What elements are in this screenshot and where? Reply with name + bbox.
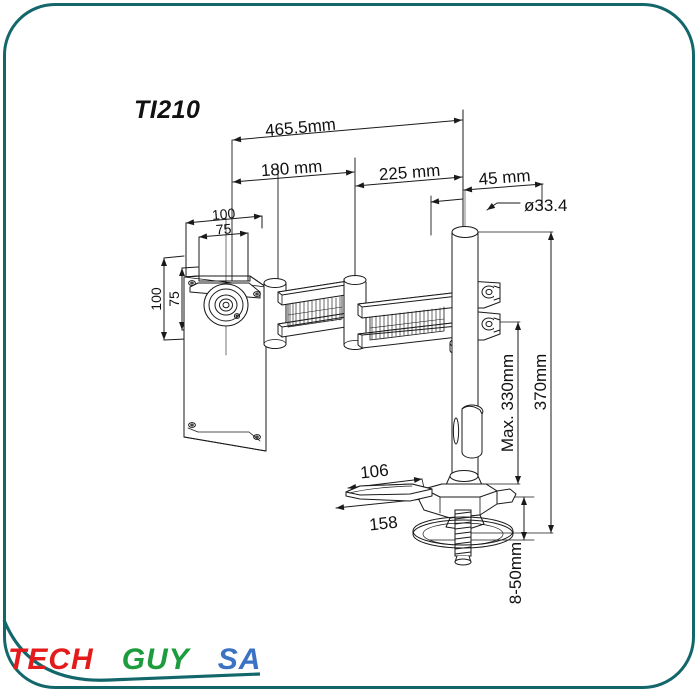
label-vesa-height-75: 75	[166, 291, 182, 307]
label-max-330: Max. 330mm	[498, 354, 517, 452]
dimension-465	[232, 117, 463, 143]
page-title: TI210	[134, 96, 201, 124]
vesa-mounting-plate	[183, 275, 267, 452]
watermark-text-sa: SA	[217, 643, 262, 676]
label-106: 106	[359, 461, 389, 483]
dimension-vesa-height-100	[161, 255, 187, 341]
dimension-225	[355, 174, 463, 189]
label-465: 465.5mm	[264, 115, 336, 140]
label-225: 225 mm	[378, 161, 441, 185]
watermark-swoosh	[2, 619, 261, 682]
label-vesa-width-100: 100	[211, 205, 236, 223]
watermark-text-tech: TECH	[8, 643, 94, 676]
dimension-vesa-width-75	[198, 230, 249, 282]
label-clamp-range: 8-50mm	[506, 542, 525, 604]
watermark-logo: TECH GUY SA	[8, 643, 261, 677]
label-370: 370mm	[531, 354, 550, 411]
cable-clip	[452, 404, 484, 459]
label-vesa-height-100: 100	[148, 287, 164, 311]
label-pole-diameter: ø33.4	[524, 196, 567, 215]
label-180: 180 mm	[260, 157, 323, 181]
arm-segment-inner	[263, 157, 367, 350]
tilt-swivel-hub	[203, 215, 249, 356]
dimension-45	[430, 181, 544, 205]
watermark-text-guy: GUY	[121, 643, 190, 676]
arm-segment-outer	[357, 292, 459, 349]
label-45: 45 mm	[478, 166, 531, 189]
dimension-180	[232, 169, 355, 185]
label-158: 158	[368, 513, 398, 535]
clamp-pad	[412, 516, 514, 566]
label-vesa-width-75: 75	[215, 220, 232, 237]
page-border	[3, 3, 695, 689]
dimension-pole-diameter-leader	[486, 202, 521, 211]
